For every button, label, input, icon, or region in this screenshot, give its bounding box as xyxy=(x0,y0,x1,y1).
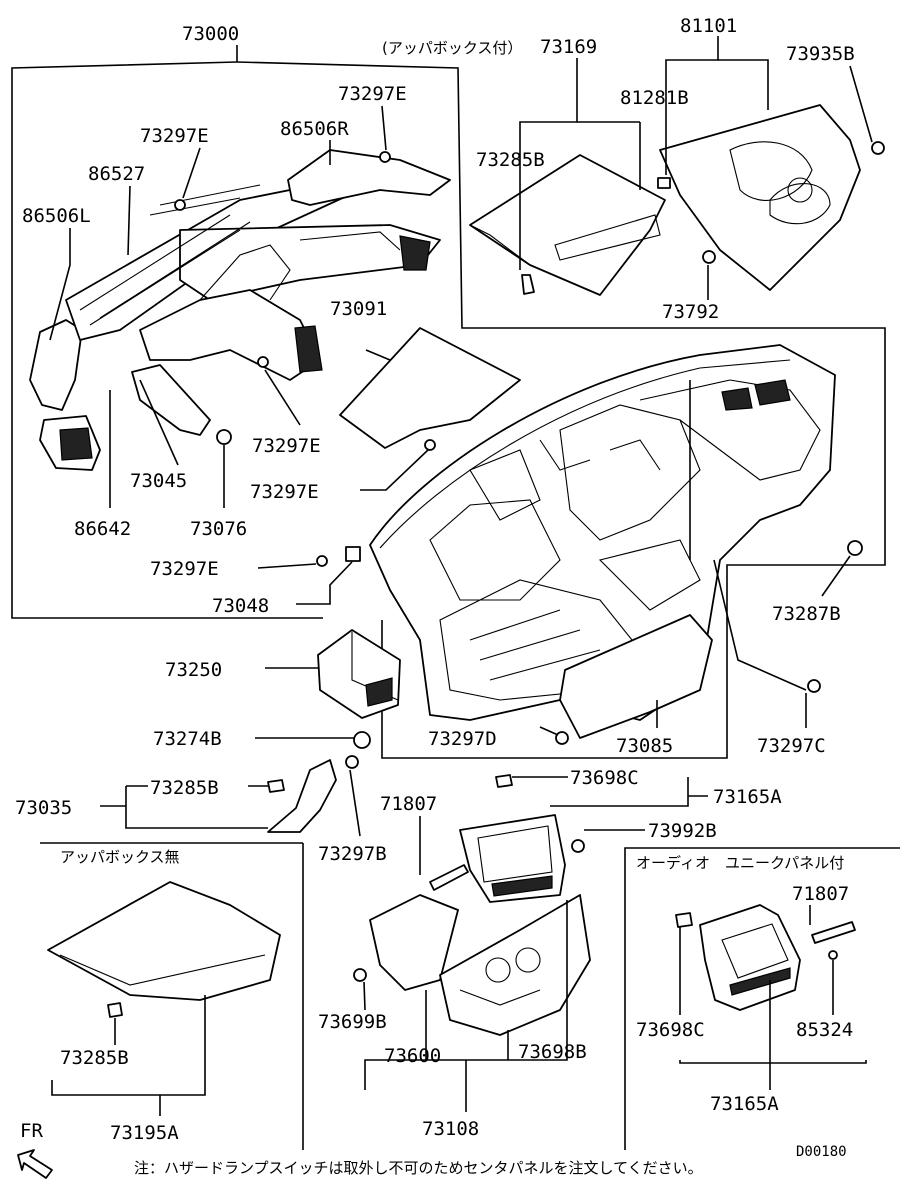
label-71807-right: 71807 xyxy=(792,883,849,905)
label-86527: 86527 xyxy=(88,163,145,185)
label-73698C-right: 73698C xyxy=(636,1019,705,1041)
strip-71807-a xyxy=(429,864,469,891)
footnote: 注：ハザードランプスイッチは取外し不可のためセンタパネルを注文してください。 xyxy=(134,1159,703,1177)
clip-73792 xyxy=(702,250,716,264)
label-81281B: 81281B xyxy=(620,87,689,109)
label-86642: 86642 xyxy=(74,518,131,540)
label-upper-box-prefix: (アッパボックス付） xyxy=(382,39,522,57)
label-73297D: 73297D xyxy=(428,728,497,750)
label-drawing-code: D00180 xyxy=(796,1144,847,1160)
label-73699B: 73699B xyxy=(318,1011,387,1033)
screw-73297E-b xyxy=(379,151,391,163)
label-73297E-top: 73297E xyxy=(338,83,407,105)
label-73297E-lower: 73297E xyxy=(250,481,319,503)
clip-73699B xyxy=(353,968,367,982)
label-73250: 73250 xyxy=(165,659,222,681)
clip-73076 xyxy=(216,429,232,445)
clip-73698C-a xyxy=(495,774,513,788)
label-73085: 73085 xyxy=(616,735,673,757)
label-73165A-top: 73165A xyxy=(713,786,782,808)
label-73285B-mid: 73285B xyxy=(150,777,219,799)
label-73287B: 73287B xyxy=(772,603,841,625)
screw-73297E-a xyxy=(174,199,186,211)
audio-panel-73165A xyxy=(699,904,801,1011)
duct-assembly xyxy=(29,149,451,471)
glove-box-73085 xyxy=(559,614,713,739)
label-73274B: 73274B xyxy=(153,728,222,750)
screw-73297E-e xyxy=(316,555,328,567)
leader-lines xyxy=(49,36,873,1116)
cover-73035 xyxy=(267,759,337,833)
label-73935B: 73935B xyxy=(786,43,855,65)
label-73165A-lower: 73165A xyxy=(710,1093,779,1115)
label-73076: 73076 xyxy=(190,518,247,540)
clip-73048 xyxy=(345,546,361,562)
label-85324: 85324 xyxy=(796,1019,853,1041)
label-86506R: 86506R xyxy=(280,118,349,140)
main-assembly-frame xyxy=(11,61,323,619)
screw-73297E-d xyxy=(424,439,436,451)
label-73698B: 73698B xyxy=(518,1041,587,1063)
label-73297E-mid: 73297E xyxy=(252,435,321,457)
center-panel-73165A xyxy=(459,814,566,903)
label-73091: 73091 xyxy=(330,298,387,320)
panel-73091 xyxy=(339,327,521,449)
clip-73698C-b xyxy=(675,912,693,928)
audio-panel-frame xyxy=(624,847,900,1150)
label-73297E-side: 73297E xyxy=(150,558,219,580)
upper-right-frame xyxy=(236,61,886,759)
airbag-module-73250 xyxy=(317,629,401,719)
screw-73935B xyxy=(871,141,885,155)
label-73600: 73600 xyxy=(384,1045,441,1067)
label-73169: 73169 xyxy=(540,36,597,58)
label-73000: 73000 xyxy=(182,23,239,45)
label-73992B: 73992B xyxy=(648,820,717,842)
strip-71807-b xyxy=(811,921,856,944)
clip-81281B xyxy=(657,177,671,189)
front-arrow-icon xyxy=(17,1149,53,1179)
screw-73297D xyxy=(555,731,569,745)
label-73297B: 73297B xyxy=(318,843,387,865)
screw-73297B xyxy=(345,755,359,769)
label-73108: 73108 xyxy=(422,1118,479,1140)
label-73792: 73792 xyxy=(662,301,719,323)
console-73108 xyxy=(439,894,591,1036)
screw-73287B xyxy=(847,540,863,556)
clip-73285B-c xyxy=(107,1002,123,1018)
label-73698C-top: 73698C xyxy=(570,767,639,789)
label-73045: 73045 xyxy=(130,470,187,492)
clip-73285B-a xyxy=(521,274,535,295)
label-lower-box-title: アッパボックス無 xyxy=(60,848,180,866)
clip-85324 xyxy=(828,950,838,960)
meter-hood-81101 xyxy=(659,104,861,291)
label-86506L: 86506L xyxy=(22,205,91,227)
label-73297E-left: 73297E xyxy=(140,125,209,147)
screw-73274B xyxy=(353,731,371,749)
label-73297C: 73297C xyxy=(757,735,826,757)
label-71807-top: 71807 xyxy=(380,793,437,815)
bracket-73600 xyxy=(369,894,459,991)
screw-73297E-c xyxy=(257,356,269,368)
label-73195A: 73195A xyxy=(110,1122,179,1144)
label-81101: 81101 xyxy=(680,15,737,37)
upper-box-73169 xyxy=(469,154,666,296)
label-73048: 73048 xyxy=(212,595,269,617)
label-front-indicator: FR xyxy=(20,1120,43,1142)
screw-73297C xyxy=(807,679,821,693)
instrument-panel-body xyxy=(369,344,836,721)
clip-73285B-b xyxy=(267,779,285,793)
label-73285B-lower: 73285B xyxy=(60,1047,129,1069)
clip-73992B xyxy=(571,839,585,853)
label-73035: 73035 xyxy=(15,797,72,819)
label-73285B-top: 73285B xyxy=(476,149,545,171)
upper-box-73195A xyxy=(47,881,281,1001)
label-audio-panel-title: オーディオ ユニークパネル付 xyxy=(636,854,844,872)
